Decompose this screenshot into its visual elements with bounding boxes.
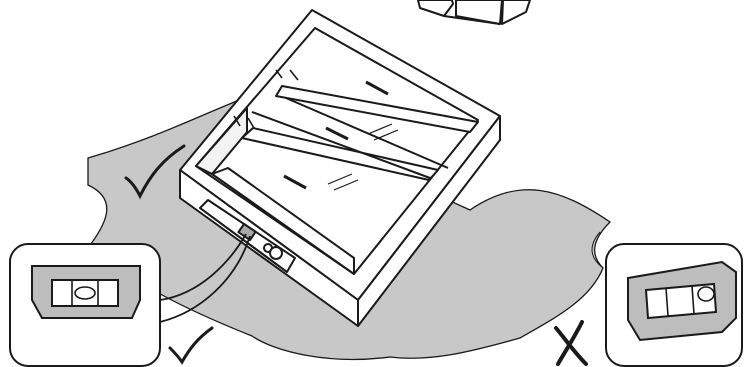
box-icon — [418, 0, 530, 24]
level-bubble-icon — [698, 287, 714, 301]
level-inset-incorrect — [606, 244, 742, 366]
level-inset-correct — [10, 244, 160, 366]
cross-icon — [556, 322, 586, 364]
level-bubble-icon — [75, 287, 95, 299]
check-icon — [170, 328, 212, 362]
